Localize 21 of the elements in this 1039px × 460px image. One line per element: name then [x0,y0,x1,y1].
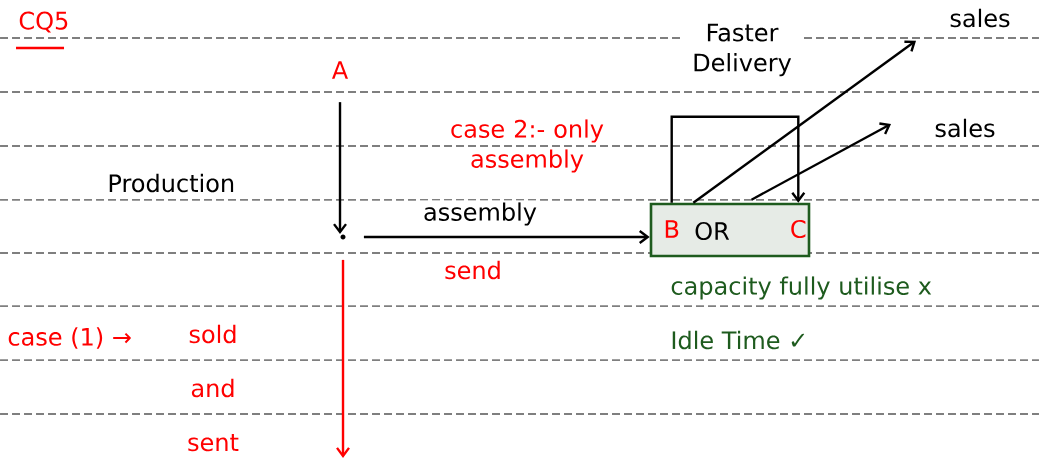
point-label: C [791,219,806,239]
note-text: case (1) → [8,327,131,349]
note-text: send [445,260,500,280]
arrow [363,230,650,244]
arrow [333,102,347,235]
note-text: case 2:- only assembly [451,119,604,173]
note-text: sold and sent [188,324,239,452]
heading: CQ5 [19,11,68,33]
target-label: sales [950,8,1010,28]
arrow [670,115,806,203]
edge-label: Faster Delivery [694,23,792,77]
arrow [750,122,892,201]
target-label: sales [935,118,995,138]
arrow [692,40,917,204]
arrow [336,259,350,458]
point-label: B [665,220,679,238]
note-text: Production [109,173,234,193]
edge-label: assembly [424,202,537,226]
note-text: Idle Time ✓ [672,330,805,350]
note-text: capacity fully utilise x [671,276,932,300]
point-label: A [332,61,348,79]
